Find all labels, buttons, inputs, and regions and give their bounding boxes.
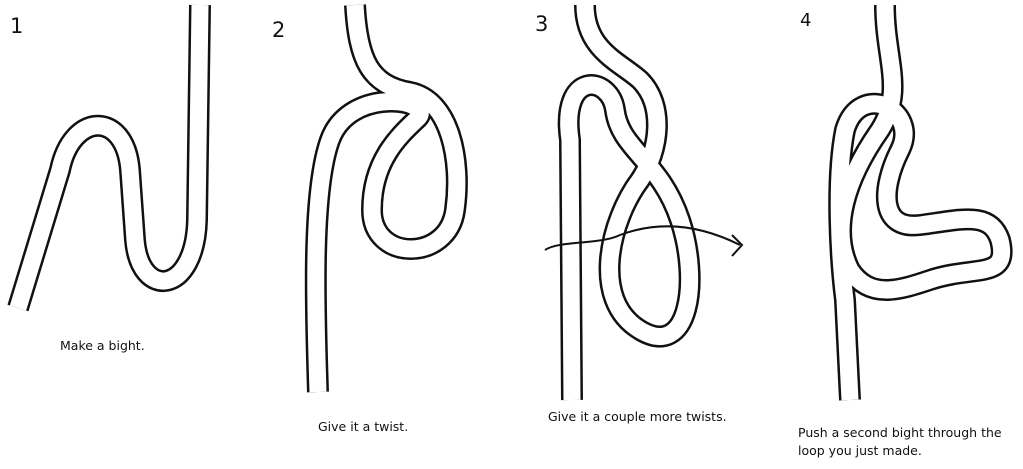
step-1-caption: Make a bight. (60, 338, 145, 353)
step-2-caption: Give it a twist. (318, 419, 409, 434)
step-1-rope (7, 4, 211, 312)
step-1-number: 1 (10, 14, 24, 38)
twist-arrow-icon (544, 225, 741, 251)
step-2-rope (304, 4, 468, 393)
step-4-number: 4 (800, 10, 812, 31)
step-4-rope (828, 4, 1013, 401)
step-3-number: 3 (535, 12, 549, 36)
step-3-rope (544, 4, 744, 401)
step-4-caption: Push a second bight through the loop you… (798, 425, 1002, 458)
step-3-caption: Give it a couple more twists. (548, 409, 727, 424)
step-2-number: 2 (272, 18, 286, 42)
